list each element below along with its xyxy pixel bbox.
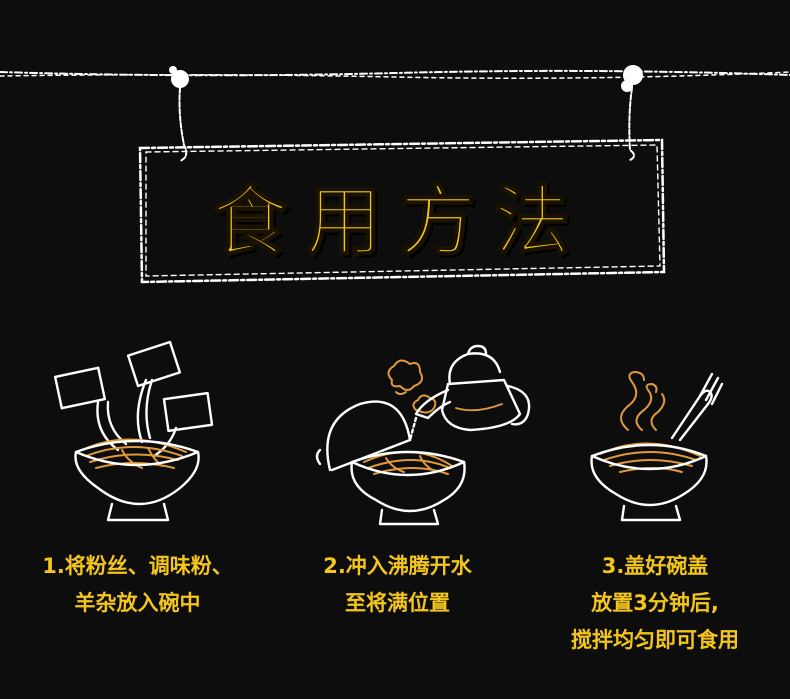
bowl-with-fork-icon	[590, 371, 724, 522]
step-3-text: 3.盖好碗盖 放置3分钟后, 搅拌均匀即可食用	[520, 548, 790, 659]
fork-icon	[670, 372, 724, 442]
step-1-text: 1.将粉丝、调味粉、 羊杂放入碗中	[0, 548, 275, 622]
hanging-string	[0, 69, 790, 79]
step-2-text: 2.冲入沸腾开水 至将满位置	[275, 548, 520, 622]
bowl-with-packets-icon	[53, 340, 214, 522]
packet-icon	[53, 366, 107, 410]
step-1-line-2: 羊杂放入碗中	[74, 591, 201, 615]
step-2-line-1: 2.冲入沸腾开水	[323, 554, 472, 578]
step-2-line-2: 至将满位置	[345, 591, 450, 615]
packet-icon	[162, 391, 214, 433]
step-3-line-3: 搅拌均匀即可食用	[571, 628, 739, 652]
string-right	[628, 87, 635, 161]
kettle-icon	[414, 344, 531, 432]
pin-left-icon	[169, 66, 189, 88]
string-left	[178, 87, 188, 162]
steam-icon	[620, 371, 666, 431]
sign-frame	[138, 138, 666, 284]
bowl-lid-icon	[326, 400, 412, 472]
pin-right-icon	[621, 65, 643, 92]
step-3-line-1: 3.盖好碗盖	[601, 554, 709, 578]
packet-icon	[126, 340, 182, 388]
step-3-line-2: 放置3分钟后,	[591, 591, 719, 615]
step-1-line-1: 1.将粉丝、调味粉、	[42, 554, 233, 578]
bowl-with-kettle-icon	[315, 344, 531, 526]
page-title: 食用方法	[211, 176, 588, 267]
steam-icon	[387, 359, 437, 414]
